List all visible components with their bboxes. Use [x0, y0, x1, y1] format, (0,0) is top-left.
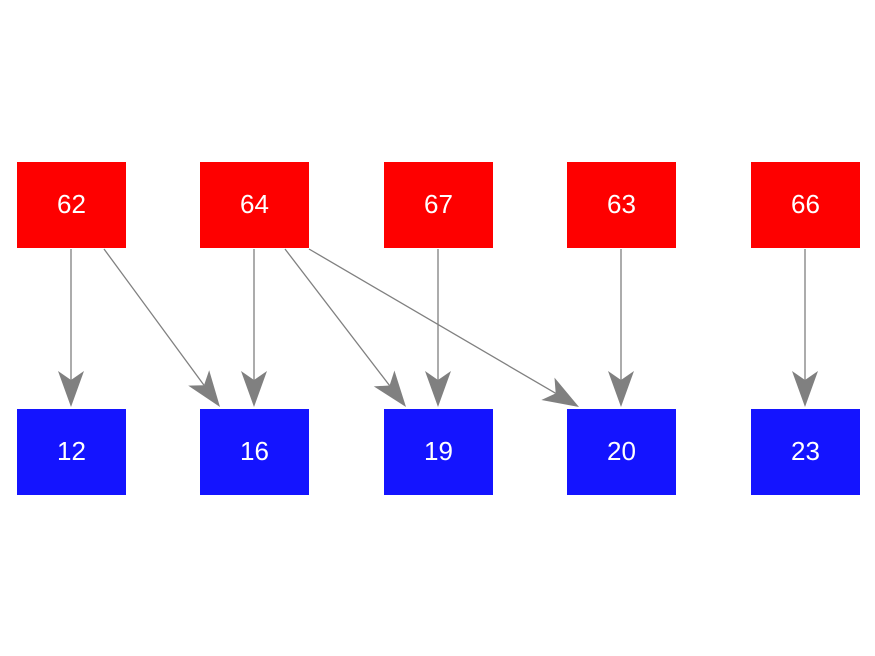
node-19[interactable]: 19: [384, 409, 493, 495]
arrowhead-icon: [425, 371, 451, 407]
edge-line: [103, 248, 205, 386]
edge-67-to-19: [425, 249, 451, 407]
edge-line: [308, 248, 557, 394]
node-label: 66: [791, 189, 820, 219]
edge-64-to-19: [284, 248, 406, 407]
edge-line: [284, 248, 391, 386]
edge-62-to-16: [103, 248, 220, 407]
edge-66-to-23: [792, 249, 818, 407]
edge-62-to-12: [58, 249, 84, 407]
arrowhead-icon: [188, 370, 220, 407]
node-16[interactable]: 16: [200, 409, 309, 495]
arrowhead-icon: [58, 371, 84, 407]
node-64[interactable]: 64: [200, 162, 309, 248]
arrowhead-icon: [241, 371, 267, 407]
node-23[interactable]: 23: [751, 409, 860, 495]
node-label: 63: [607, 189, 636, 219]
node-12[interactable]: 12: [17, 409, 126, 495]
node-62[interactable]: 62: [17, 162, 126, 248]
node-label: 19: [424, 436, 453, 466]
node-label: 67: [424, 189, 453, 219]
node-label: 20: [607, 436, 636, 466]
arrowhead-icon: [541, 377, 579, 407]
arrowhead-icon: [608, 371, 634, 407]
arrowhead-icon: [373, 370, 406, 407]
edge-63-to-20: [608, 249, 634, 407]
node-67[interactable]: 67: [384, 162, 493, 248]
node-label: 12: [57, 436, 86, 466]
node-label: 64: [240, 189, 269, 219]
edge-64-to-16: [241, 249, 267, 407]
node-label: 23: [791, 436, 820, 466]
node-66[interactable]: 66: [751, 162, 860, 248]
node-label: 62: [57, 189, 86, 219]
node-20[interactable]: 20: [567, 409, 676, 495]
edge-64-to-20: [308, 248, 579, 407]
node-label: 16: [240, 436, 269, 466]
node-63[interactable]: 63: [567, 162, 676, 248]
arrowhead-icon: [792, 371, 818, 407]
